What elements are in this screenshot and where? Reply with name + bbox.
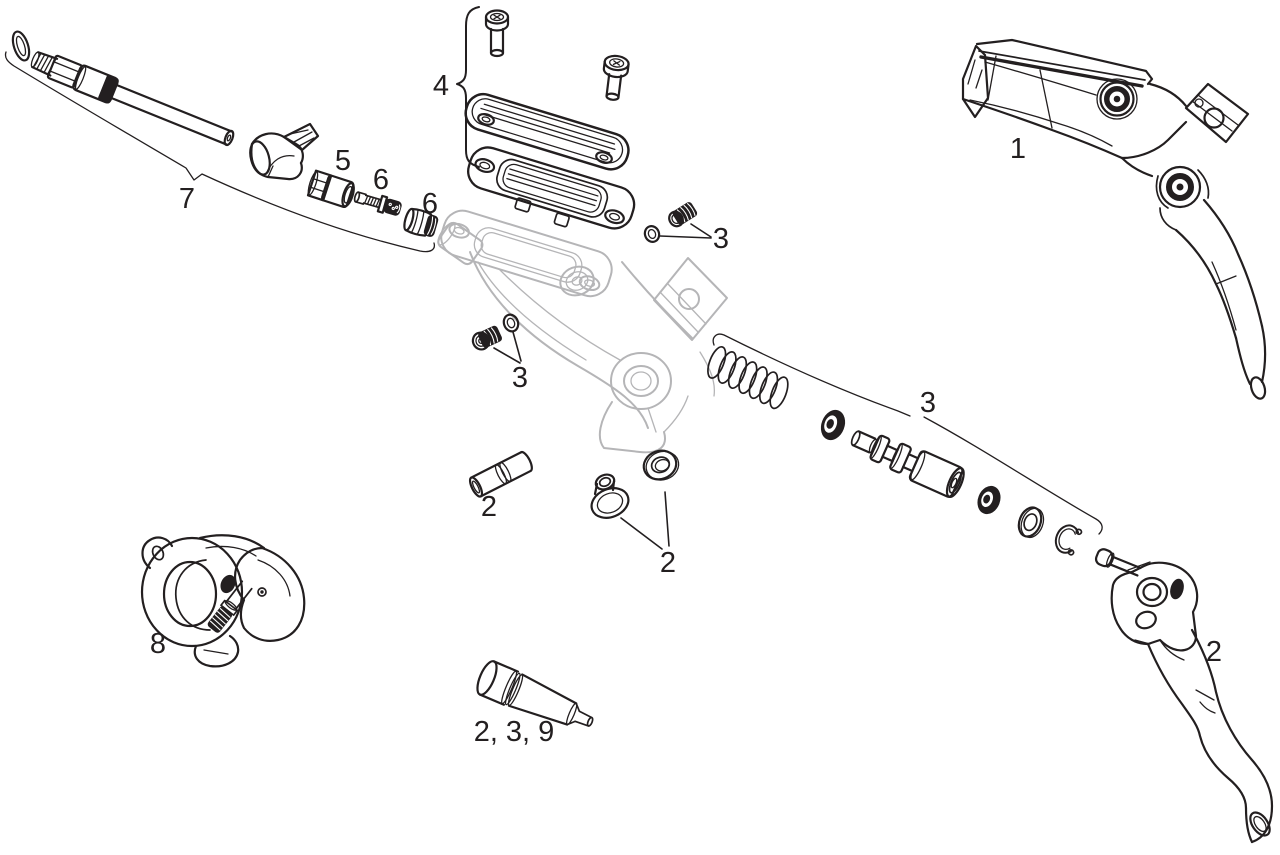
lever-assembly: 1 [961, 38, 1267, 400]
pad-spacer-tool: 2, 3, 9 [474, 660, 594, 748]
hose-boot [249, 122, 320, 181]
ghost-master-cylinder-body [437, 209, 728, 454]
hose-olive: 6 [403, 188, 439, 237]
lever-pivot-upper [1096, 78, 1138, 120]
callout-handlebar-clamp: 8 [150, 628, 166, 660]
piston-seal [977, 485, 1001, 515]
cover-screw-left [484, 9, 510, 58]
reservoir-cover [464, 92, 630, 171]
bleed-screw-set-upper: 3 [643, 202, 729, 255]
callout-hose-olive: 6 [422, 188, 438, 220]
hose-assembly: 7 [4, 30, 436, 253]
callout-lever-assembly: 1 [1010, 133, 1026, 165]
callout-piston-kit: 3 [920, 387, 936, 419]
lever-pivot-lower [1155, 165, 1210, 209]
lever-clamp-block [1184, 82, 1250, 144]
flat-washer [642, 449, 680, 481]
hose-callout-bracket [4, 51, 436, 253]
pivot-bushings: 2 [590, 449, 680, 579]
callout-pivot-bushings: 2 [660, 547, 676, 579]
pivot-pin: 2 [468, 450, 533, 523]
hose-oring [11, 30, 31, 62]
callout-pivot-pin: 2 [481, 491, 497, 523]
clamp-bolt [207, 580, 253, 633]
callout-reservoir-cover-kit: 4 [433, 70, 449, 102]
callout-compression-screw: 6 [373, 164, 389, 196]
hose-fitting-and-tube [30, 51, 235, 147]
compression-nut: 5 [306, 145, 355, 209]
pushrod [1094, 548, 1142, 577]
retaining-circlip [1054, 524, 1083, 556]
lever-blade: 2 [1094, 548, 1274, 844]
callout-bleed-screw-lower: 3 [512, 362, 528, 394]
reservoir-bladder [467, 146, 636, 230]
callout-lever-blade: 2 [1206, 636, 1222, 668]
flanged-bushing [590, 473, 630, 519]
piston-kit: 3 [707, 333, 1103, 556]
piston-washer [1017, 506, 1045, 539]
compression-screw: 6 [353, 164, 402, 216]
piston-spring [707, 345, 789, 410]
cover-screw-right [602, 54, 630, 101]
piston-kit-bracket [712, 333, 1103, 535]
callout-hose-assembly: 7 [179, 183, 195, 215]
piston-cup-seal [820, 409, 846, 441]
bleed-screw-set-lower: 3 [471, 313, 528, 394]
callout-pad-spacer-tool: 2, 3, 9 [474, 716, 555, 748]
callout-compression-nut: 5 [335, 145, 351, 177]
handlebar-clamp: 8 [140, 534, 306, 668]
callout-bleed-screw-upper: 3 [713, 223, 729, 255]
piston [850, 430, 965, 499]
cover-kit-brace [456, 6, 480, 168]
reservoir-cover-kit: 4 [433, 6, 636, 230]
